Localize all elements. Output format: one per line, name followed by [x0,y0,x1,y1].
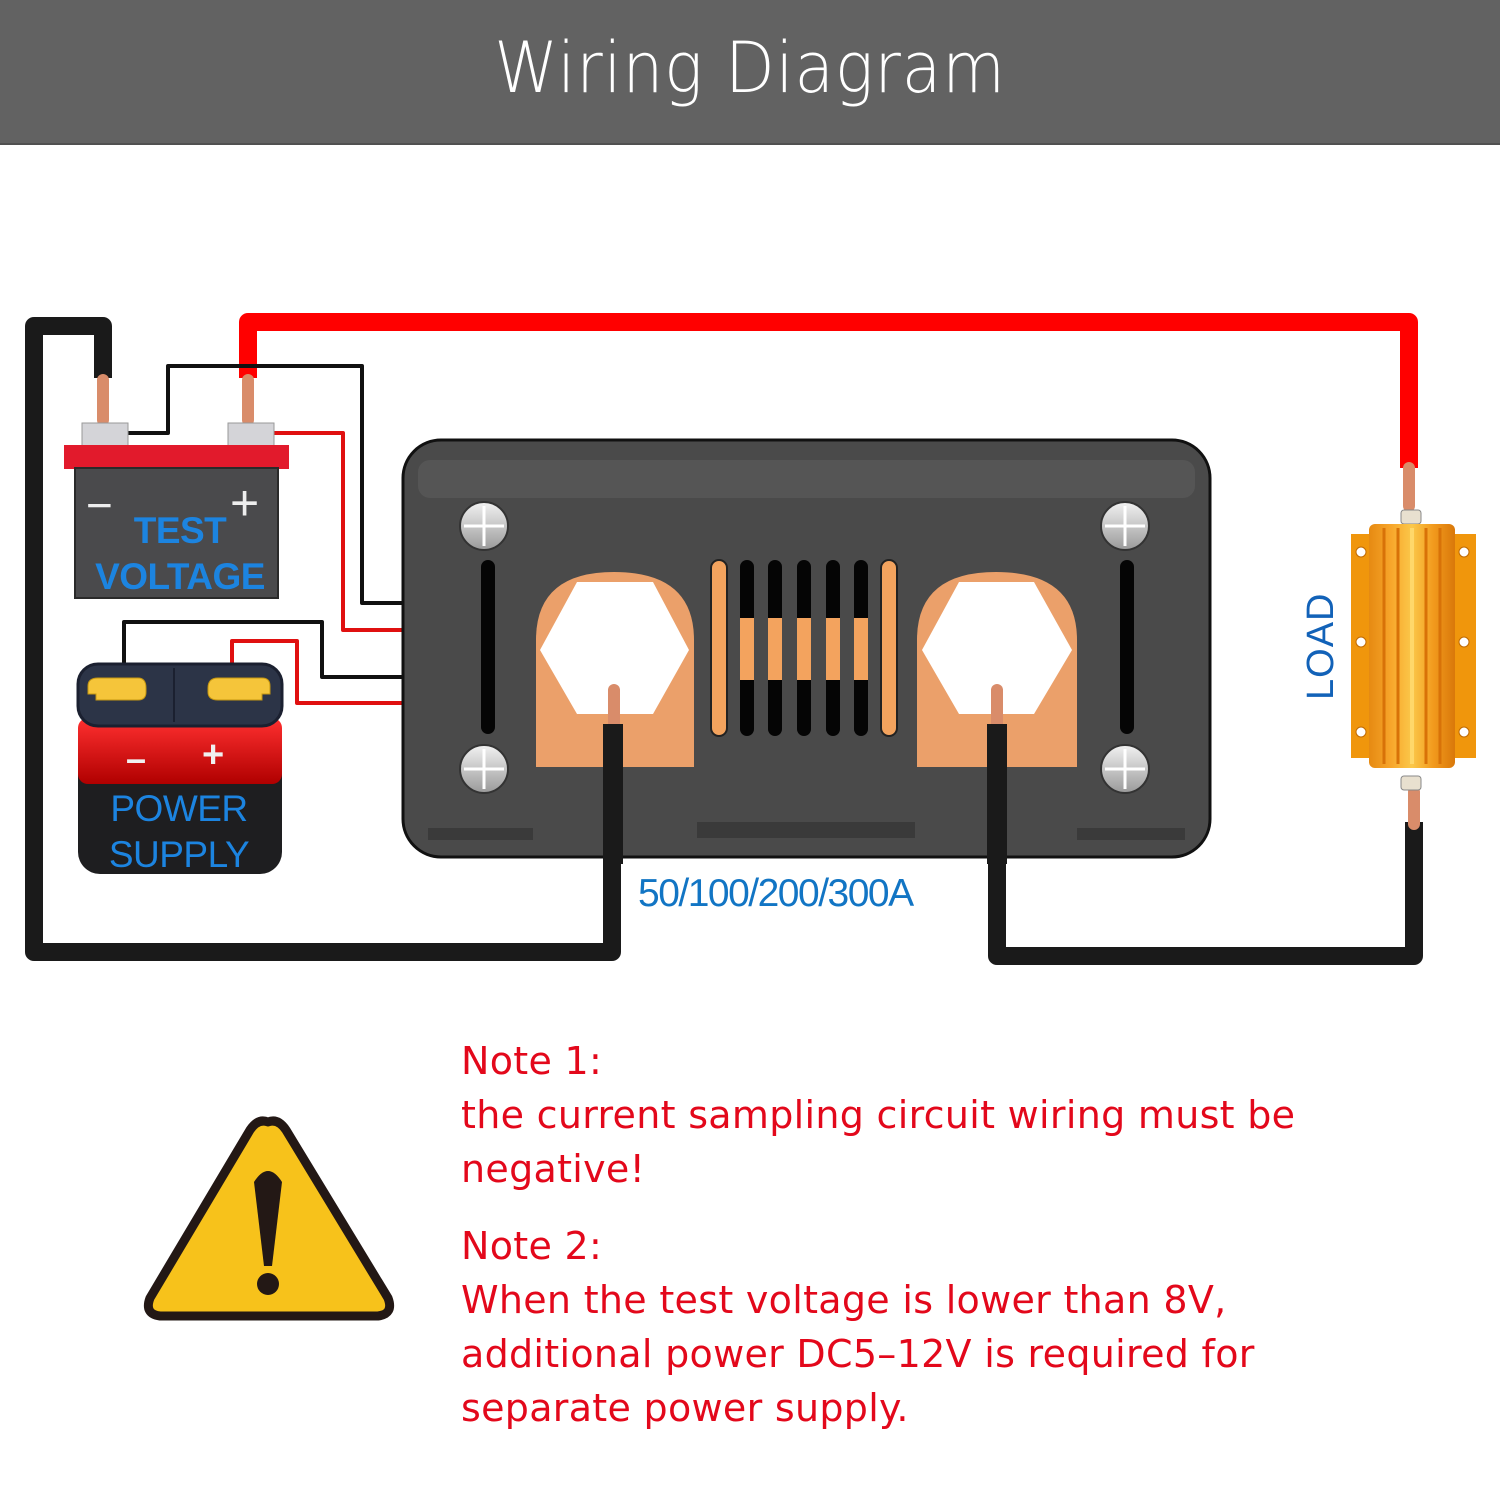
test-voltage-line1: TEST [133,510,227,551]
screw-icon [1100,501,1150,551]
test-battery-minus: − [86,479,113,531]
power-supply-line2: SUPPLY [108,834,250,875]
positive-main-wire [239,313,1418,468]
note-1-heading: Note 1: [461,1039,603,1083]
ps-negative-terminal [87,677,147,701]
power-supply-label: POWER SUPPLY [74,786,284,878]
power-supply-line1: POWER [110,788,248,829]
note-2-body: When the test voltage is lower than 8V, … [461,1278,1255,1430]
page-title: Wiring Diagram [494,26,1006,109]
screw-icon [1100,744,1150,794]
ps-positive-terminal [207,677,271,701]
load-resistor [1351,509,1476,791]
load-label: LOAD [1300,592,1342,700]
shunt-meter [401,438,1212,859]
note-2: Note 2: When the test voltage is lower t… [461,1219,1255,1435]
header-bar: Wiring Diagram [0,0,1500,145]
copper-wire-ends [97,374,1420,830]
note-1: Note 1: the current sampling circuit wir… [461,1034,1295,1196]
warning-triangle-icon [143,1116,395,1321]
note-2-heading: Note 2: [461,1224,603,1268]
negative-main-wire [25,317,621,961]
test-voltage-battery [64,422,289,599]
power-supply-plus: + [202,734,225,776]
test-voltage-label: TEST VOLTAGE [75,508,285,600]
test-battery-plus: + [230,475,260,531]
power-supply-minus: – [126,738,147,779]
screw-icon [459,744,509,794]
shunt-range-label: 50/100/200/300A [638,872,914,915]
screw-icon [459,501,509,551]
test-voltage-line2: VOLTAGE [95,556,265,597]
power-supply-battery [76,662,284,874]
shunt-resistor-strips [710,559,898,737]
note-1-body: the current sampling circuit wiring must… [461,1093,1296,1191]
signal-wires [118,364,405,705]
